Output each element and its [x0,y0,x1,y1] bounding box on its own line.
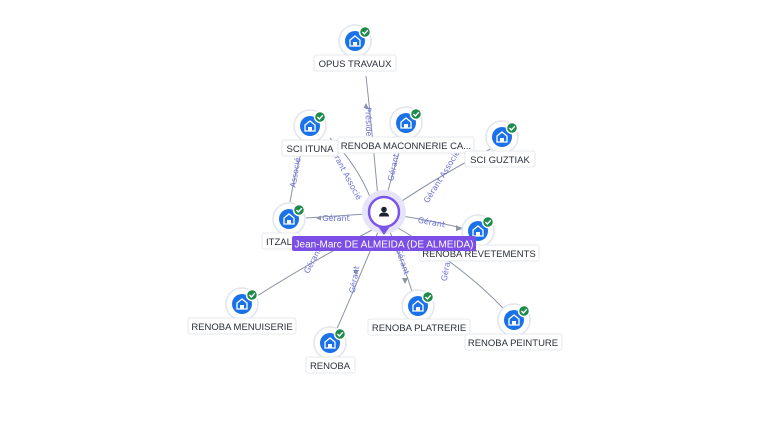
relation-label-renoba-maconnerie: Gérant [385,153,401,182]
company-node-renoba-menuiserie[interactable] [225,287,259,321]
relation-label-sci-guztiak: Gérant Associé [421,148,461,205]
verified-check-icon [505,121,519,135]
svg-text:RENOBA MENUISERIE: RENOBA MENUISERIE [191,322,292,333]
company-label-renoba-peinture[interactable]: RENOBA PEINTURE [464,333,563,351]
verified-check-icon [333,327,347,341]
verified-check-icon [409,107,423,121]
svg-text:RENOBA: RENOBA [310,361,351,372]
svg-text:RENOBA REVETEMENTS: RENOBA REVETEMENTS [422,249,536,260]
company-label-renoba-maconnerie[interactable]: RENOBA MACONNERIE CA... [337,136,475,154]
verified-check-icon [481,215,495,229]
svg-text:SCI ITUNA: SCI ITUNA [287,144,335,155]
company-label-itzal[interactable]: ITZAL [261,232,301,250]
company-node-opus-travaux[interactable] [338,24,372,58]
company-node-renoba-maconnerie[interactable] [389,106,423,140]
company-node-renoba[interactable] [313,326,347,360]
svg-text:RENOBA PEINTURE: RENOBA PEINTURE [468,338,558,349]
company-node-itzal[interactable] [272,202,306,236]
verified-check-icon [517,304,531,318]
verified-check-icon [421,290,435,304]
svg-text:SCI GUZTIAK: SCI GUZTIAK [470,155,530,166]
company-label-sci-guztiak[interactable]: SCI GUZTIAK [464,150,536,168]
node-labels: OPUS TRAVAUX SCI ITUNA RENOBA MACONNERIE… [187,54,563,374]
svg-text:RENOBA PLATRERIE: RENOBA PLATRERIE [372,323,466,334]
relation-label-renoba-revetements: Gérant [417,215,446,230]
svg-text:RENOBA MACONNERIE CA...: RENOBA MACONNERIE CA... [341,141,471,152]
center-person-node[interactable] [362,190,406,235]
company-node-renoba-peinture[interactable] [497,303,531,337]
company-building-icon [412,300,424,312]
relation-label-itzal: Gérant [322,213,350,223]
edge-itzal [305,213,367,219]
svg-text:ITZAL: ITZAL [266,237,292,248]
svg-text:OPUS TRAVAUX: OPUS TRAVAUX [319,59,393,70]
relation-label-renoba: Gérant [347,265,362,294]
arrow-renoba-platrerie [402,278,408,284]
company-node-renoba-platrerie[interactable] [401,289,435,323]
arrow-itzal [316,215,321,221]
arrow-opus-travaux [363,103,369,108]
person-icon [379,206,389,217]
company-building-icon [496,131,508,143]
verified-check-icon [292,203,306,217]
company-label-sci-ituna[interactable]: SCI ITUNA [281,139,339,157]
company-building-icon [508,314,520,326]
relation-label-opus-travaux: Président [363,107,374,145]
company-building-icon [304,120,316,132]
company-building-icon [472,225,484,237]
company-label-renoba-menuiserie[interactable]: RENOBA MENUISERIE [187,317,297,335]
company-building-icon [324,337,336,349]
company-label-opus-travaux[interactable]: OPUS TRAVAUX [313,54,397,72]
center-person-label[interactable]: Jean-Marc DE ALMEIDA (DE ALMEIDA) [292,236,476,251]
verified-check-icon [313,110,327,124]
verified-check-icon [245,288,259,302]
company-building-icon [349,35,361,47]
edge-opus-travaux [365,75,379,199]
graph-nodes [225,24,531,360]
verified-check-icon [358,25,372,39]
svg-text:Jean-Marc DE ALMEIDA (DE ALMEI: Jean-Marc DE ALMEIDA (DE ALMEIDA) [295,240,474,251]
company-node-sci-ituna[interactable] [293,109,327,143]
company-label-renoba[interactable]: RENOBA [305,356,356,374]
company-label-renoba-platrerie[interactable]: RENOBA PLATRERIE [367,318,471,336]
arrow-renoba-revetements [456,225,462,231]
company-building-icon [236,298,248,310]
relation-label-itzal-secondary: Associé [287,157,302,189]
company-building-icon [400,117,412,129]
company-node-sci-guztiak[interactable] [485,120,519,154]
arrow-renoba [353,270,359,275]
company-building-icon [283,213,295,225]
